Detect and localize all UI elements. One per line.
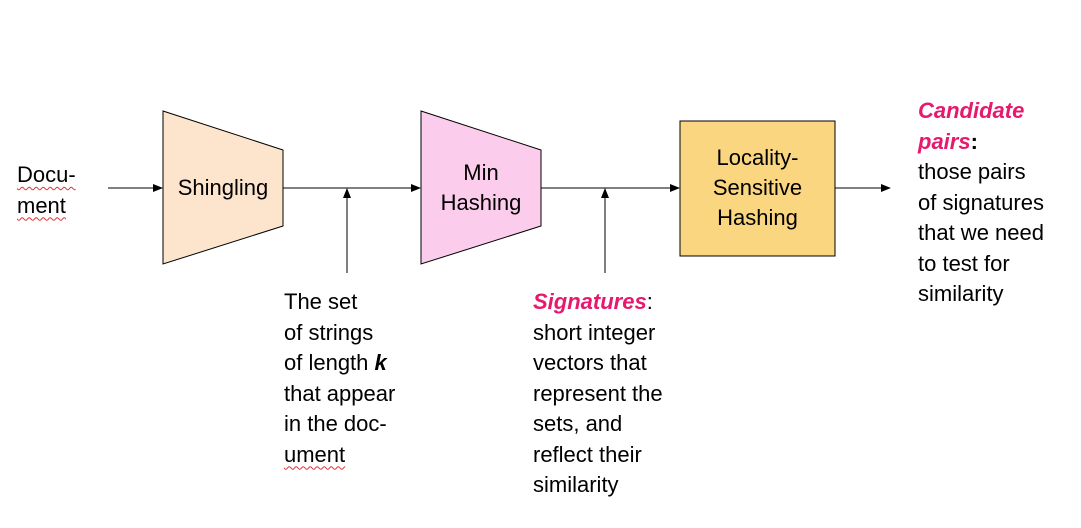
signatures-line5: sets, and (533, 411, 623, 436)
signatures-line4: represent the (533, 380, 663, 406)
document-label-line2: ment (17, 192, 66, 218)
signatures-annotation: Signatures: short integer vectors that r… (533, 287, 663, 501)
lsh-label-line2: Sensitive (712, 175, 803, 200)
minhash-label-line2: Hashing (440, 190, 522, 215)
candidates-line6: to test for (918, 250, 1010, 276)
minhash-shape (420, 110, 542, 265)
candidates-title-line2: pairs: (918, 127, 1044, 158)
shingling-label: Shingling (177, 175, 269, 200)
document-label: Docu- ment (17, 160, 76, 221)
signatures-line2: short integer (533, 319, 656, 345)
candidates-line5: that we need (918, 220, 1044, 245)
shingles-line2: of strings (284, 319, 374, 345)
shingles-line3-text: of length (284, 350, 375, 375)
candidates-line7: similarity (918, 281, 1004, 306)
signatures-colon: : (646, 289, 653, 314)
candidates-title1: Candidate (918, 98, 1025, 123)
signatures-title: Signatures (533, 289, 647, 314)
minhash-label: Min Hashing (421, 158, 541, 218)
lsh-label-line1: Locality- (716, 145, 799, 170)
candidates-annotation: Candidate pairs: those pairs of signatur… (918, 96, 1044, 310)
shingles-line5: in the doc- (284, 411, 387, 436)
candidates-line3: those pairs (918, 159, 1026, 184)
lsh-shape (679, 120, 836, 257)
document-label-line1: Docu- (17, 162, 76, 187)
signatures-title-line: Signatures: (533, 287, 663, 318)
lsh-label-line3: Hashing (717, 205, 798, 230)
shingles-line6: ument (284, 441, 346, 467)
signatures-line7: similarity (533, 472, 619, 497)
shingling-shape (162, 110, 284, 265)
signatures-line3: vectors that (533, 350, 647, 375)
candidates-line4: of signatures (918, 189, 1044, 215)
shingles-annotation: The set of strings of length k that appe… (284, 287, 395, 470)
minhash-label-line1: Min (463, 160, 499, 185)
lsh-label: Locality- Sensitive Hashing (680, 143, 835, 233)
signatures-line6: reflect their (533, 441, 642, 467)
shingles-line1: The set (284, 289, 358, 314)
shingle-length-k: k (374, 350, 387, 375)
candidates-colon: : (970, 128, 978, 154)
shingles-line3: of length k (284, 348, 395, 379)
candidates-title2: pairs (918, 128, 971, 154)
shingles-line4: that appear (284, 380, 396, 406)
